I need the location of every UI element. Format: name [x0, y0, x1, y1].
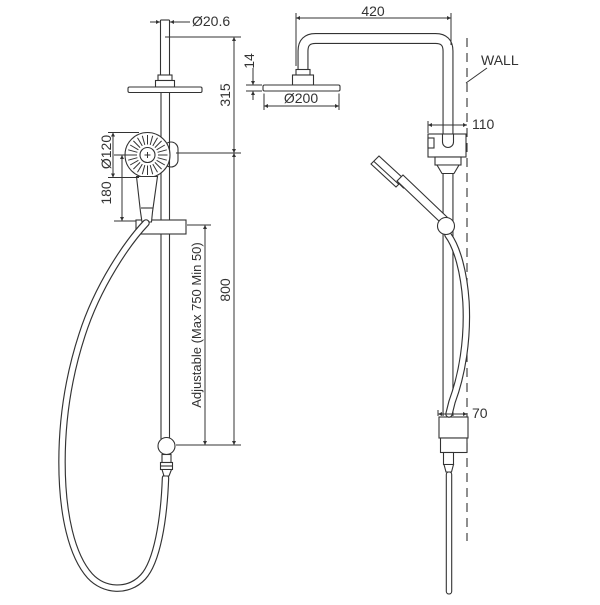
- hose-front: [58, 219, 170, 592]
- wall-leader-line: [465, 67, 488, 84]
- dim-180: 180: [98, 181, 114, 205]
- side-view: 420 14 Ø200 110 70 WALL: [241, 3, 519, 595]
- bracket-rail-cutout: [441, 134, 455, 148]
- dim-315: 315: [217, 83, 233, 107]
- hand-shower-handle-front: [135, 175, 159, 223]
- hose-connector: [442, 451, 455, 466]
- hose-taper-front: [161, 468, 173, 477]
- wall-label: WALL: [481, 52, 519, 68]
- dim-800: 800: [217, 278, 233, 302]
- rail-end-ball: [157, 436, 176, 456]
- holder-ball-side: [436, 216, 456, 236]
- overhead-head-disc-side: [262, 84, 341, 92]
- front-view-dimensions: Ø20.6 315 800 Adjustable (Max 750 Min 50…: [98, 13, 241, 446]
- dim-70: 70: [472, 405, 488, 421]
- rail-end: [157, 436, 176, 477]
- hose-connector-taper: [443, 463, 455, 473]
- front-view: Ø20.6 315 800 Adjustable (Max 750 Min 50…: [58, 13, 241, 592]
- dim-14: 14: [241, 53, 257, 69]
- dim-110: 110: [472, 116, 495, 132]
- bottom-wall-bracket: [438, 416, 469, 595]
- spray-nozzle-rays: [127, 135, 168, 175]
- overhead-shower-side: [262, 68, 341, 92]
- hanging-hose-end: [445, 471, 453, 595]
- dim-20-6: Ø20.6: [192, 13, 230, 29]
- side-view-dimensions: 420 14 Ø200 110 70 WALL: [241, 3, 519, 421]
- bracket-screw-boss: [427, 137, 435, 149]
- inlet-pipe: [154, 19, 176, 88]
- hand-shower-side: [370, 155, 471, 418]
- rail-end-neck: [161, 453, 172, 464]
- shower-arm-and-rail: [297, 33, 454, 416]
- inlet-collar: [154, 79, 176, 88]
- overhead-head-disc-front: [127, 86, 203, 94]
- dim-120: Ø120: [98, 135, 114, 169]
- dim-adjustable: Adjustable (Max 750 Min 50): [189, 242, 204, 407]
- arm-connector-nut: [291, 74, 315, 86]
- dim-200: Ø200: [284, 90, 318, 106]
- top-wall-bracket: [427, 133, 467, 175]
- dim-420: 420: [361, 3, 385, 19]
- bracket-taper: [436, 164, 460, 175]
- inlet-collar-step: [157, 74, 173, 82]
- arm-connector-step: [295, 68, 311, 76]
- hand-shower-handle-side: [396, 174, 448, 224]
